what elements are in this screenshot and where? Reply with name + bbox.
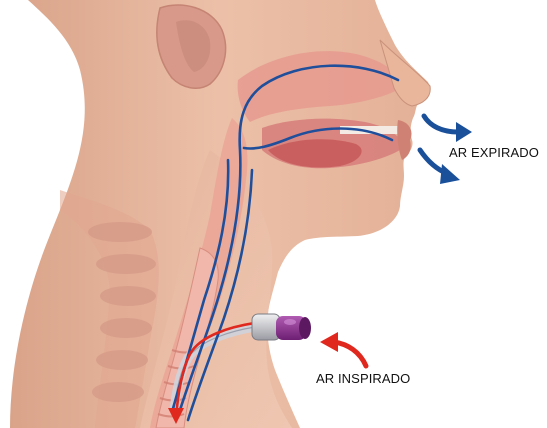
expired-arrowhead-lower [440,164,460,184]
expired-arrowhead-upper [456,122,472,142]
inspired-arrow [320,332,366,366]
curved-arrow-icon [424,116,458,132]
expired-air-label: AR EXPIRADO [449,145,539,160]
inspired-arrowhead [320,332,338,352]
curved-arrow-icon [334,342,366,366]
inspired-air-label: AR INSPIRADO [316,371,410,386]
speaking-valve-icon [252,314,311,340]
